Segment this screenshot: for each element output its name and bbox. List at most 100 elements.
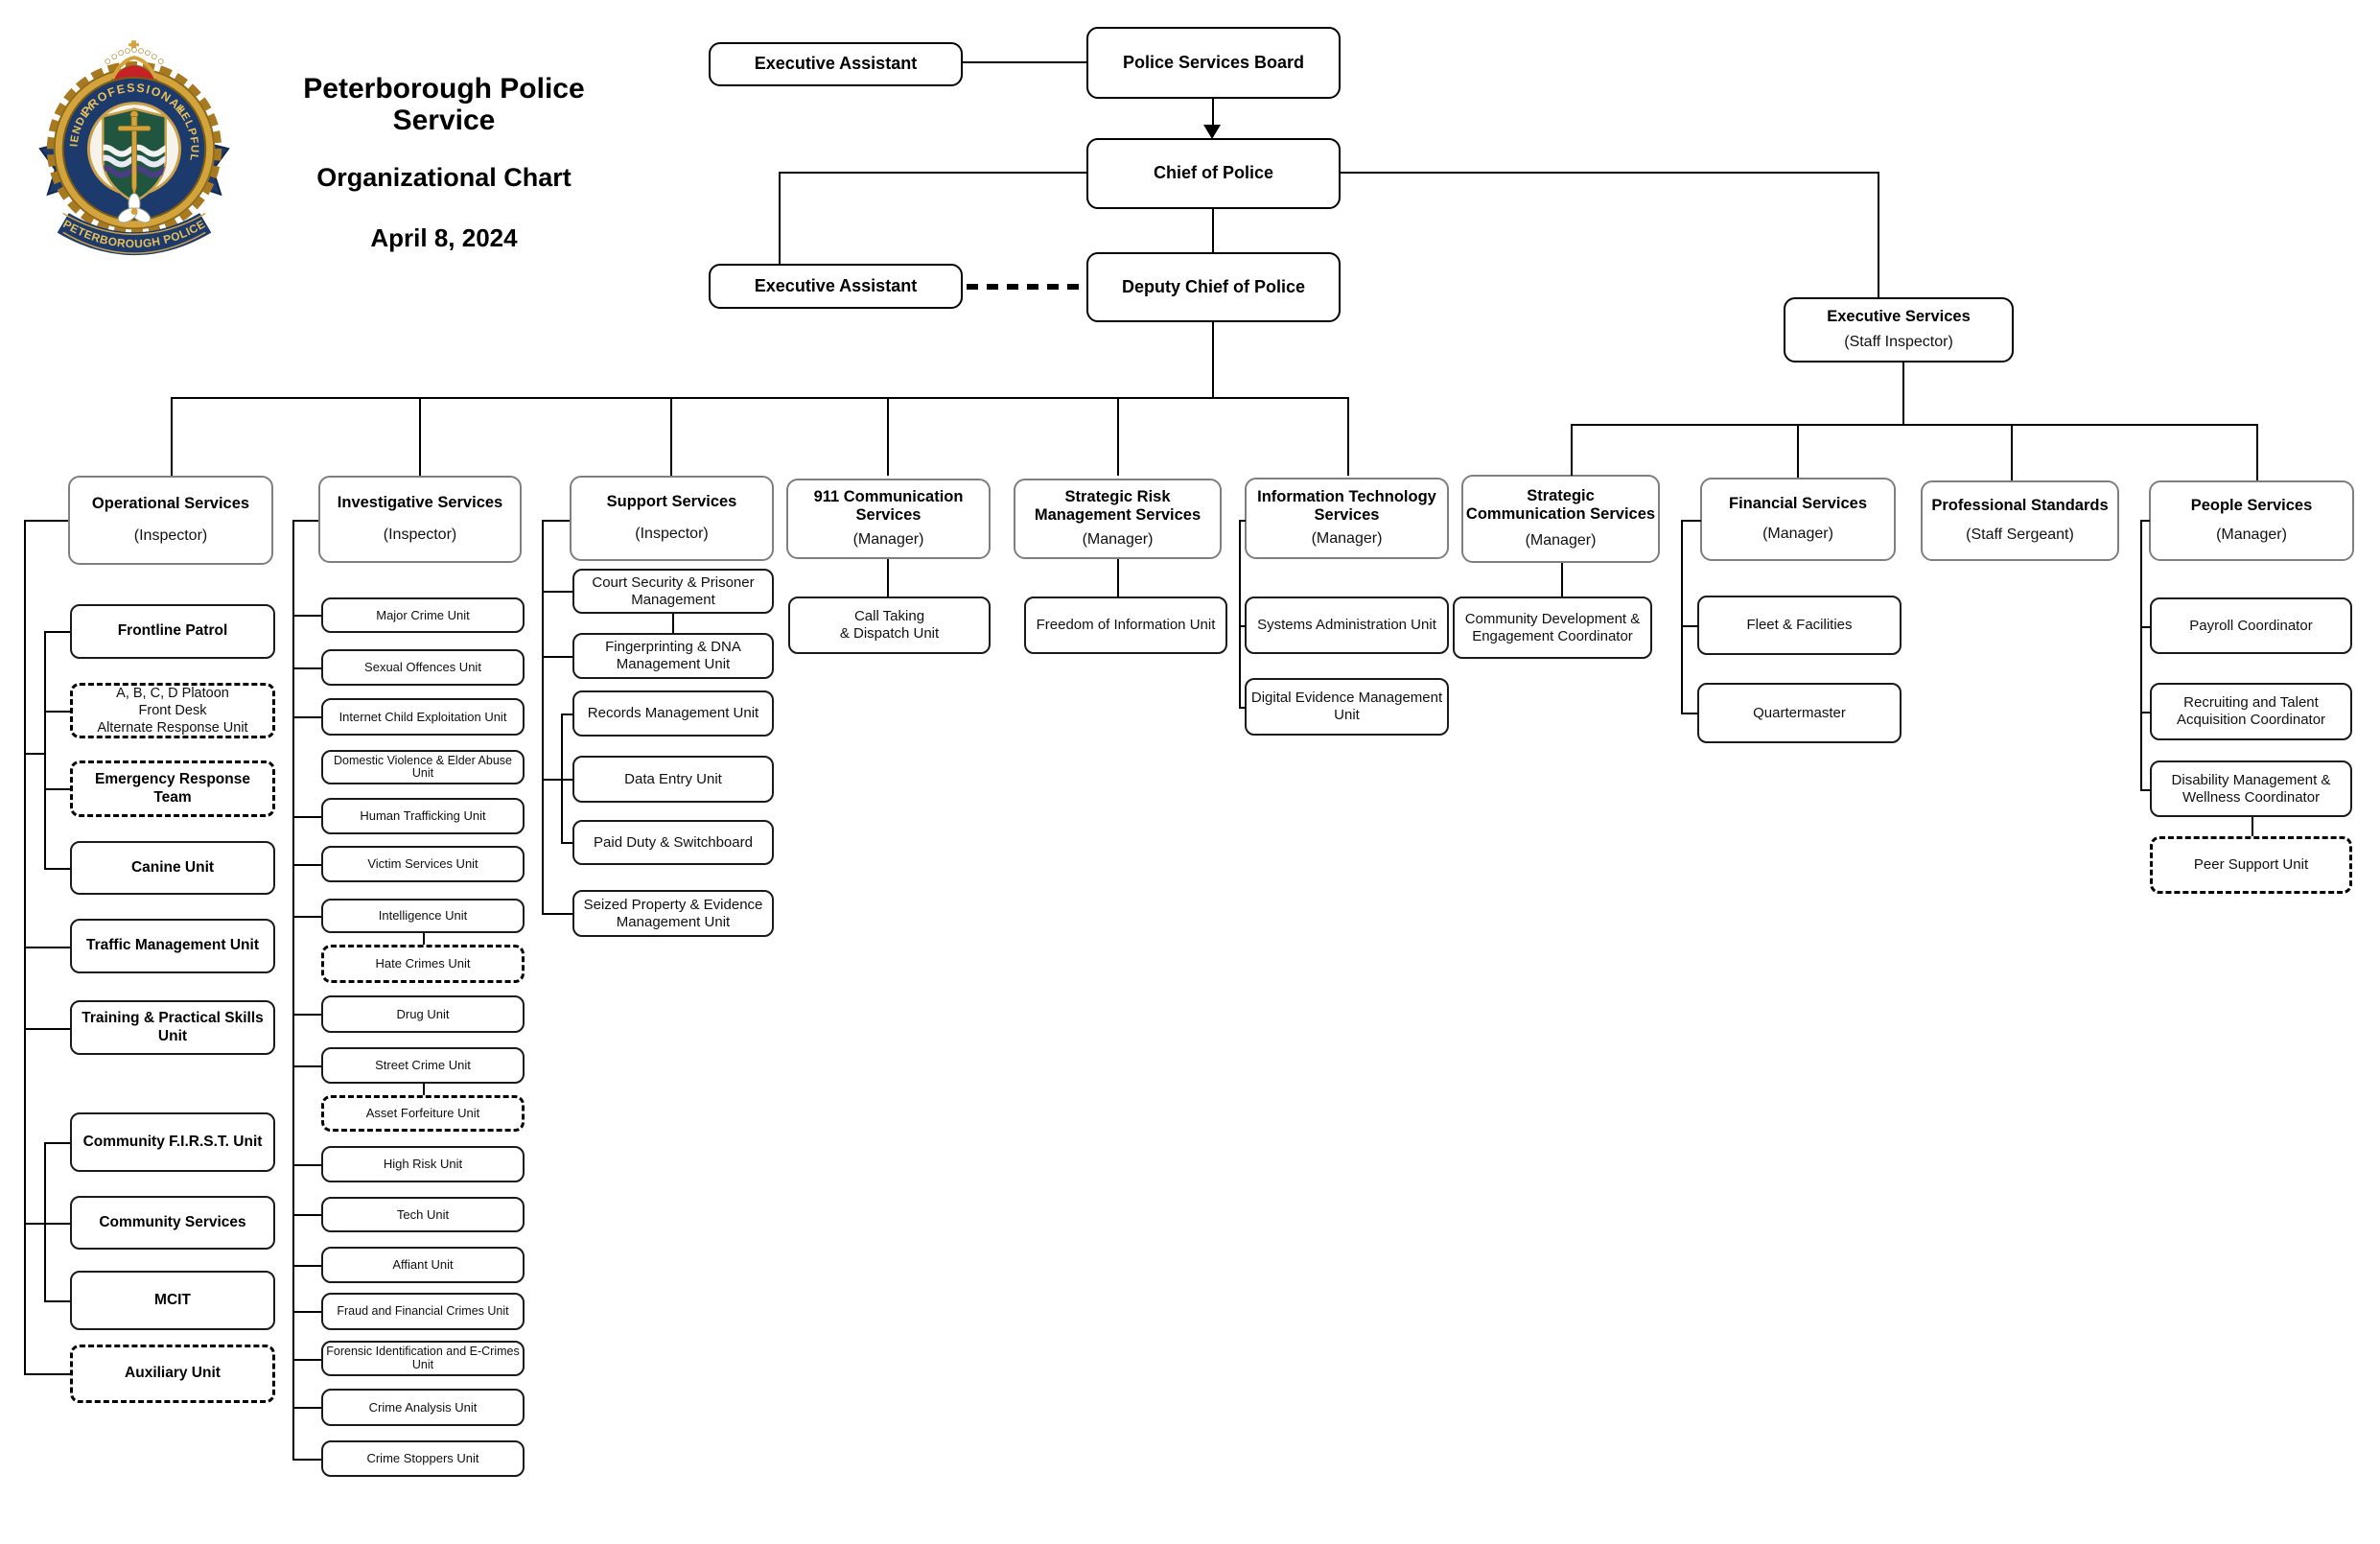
unit-abcd-platoon: A, B, C, D Platoon Front Desk Alternate …	[70, 683, 275, 738]
unit-drug: Drug Unit	[321, 995, 525, 1033]
box-police-services-board: Police Services Board	[1086, 27, 1341, 99]
dept-911-communication-services: 911 Communication Services (Manager)	[786, 479, 991, 559]
unit-sexual-offences: Sexual Offences Unit	[321, 649, 525, 686]
unit-major-crime: Major Crime Unit	[321, 597, 525, 633]
connector-line	[963, 61, 1086, 63]
connector-line	[292, 716, 321, 718]
dept-strategic-communication-services: Strategic Communication Services (Manage…	[1461, 475, 1660, 563]
connector-line	[1239, 707, 1246, 709]
document-date: April 8, 2024	[370, 223, 518, 252]
connector-line	[1239, 520, 1241, 707]
connector-line	[1681, 520, 1683, 713]
connector-line	[2140, 712, 2151, 714]
connector-line	[292, 816, 321, 818]
connector-line	[24, 753, 44, 755]
connector-line	[292, 1014, 321, 1016]
connector-line	[542, 591, 572, 593]
connector-line	[1902, 363, 1904, 426]
connector-line	[24, 1223, 70, 1225]
unit-forensic-identification-ecrimes: Forensic Identification and E-Crimes Uni…	[321, 1341, 525, 1376]
connector-line	[542, 656, 572, 658]
unit-victim-services: Victim Services Unit	[321, 846, 525, 882]
connector-line	[171, 397, 1349, 399]
connector-line	[779, 172, 781, 264]
box-chief-of-police: Chief of Police	[1086, 138, 1341, 209]
connector-line	[24, 520, 68, 522]
unit-hate-crimes: Hate Crimes Unit	[321, 945, 525, 983]
org-name: Peterborough Police Service	[303, 73, 585, 136]
connector-line	[1239, 520, 1246, 522]
connector-line	[44, 1300, 70, 1302]
connector-line	[24, 1373, 70, 1375]
unit-crime-analysis: Crime Analysis Unit	[321, 1389, 525, 1426]
connector-line	[423, 1084, 425, 1095]
unit-street-crime: Street Crime Unit	[321, 1047, 525, 1084]
dept-operational-services: Operational Services (Inspector)	[68, 476, 273, 565]
connector-line	[24, 947, 70, 948]
box-executive-assistant-board: Executive Assistant	[709, 42, 963, 86]
unit-community-first: Community F.I.R.S.T. Unit	[70, 1112, 275, 1172]
unit-intelligence: Intelligence Unit	[321, 899, 525, 933]
connector-line	[292, 667, 321, 669]
connector-line	[2140, 789, 2151, 791]
unit-mcit: MCIT	[70, 1271, 275, 1330]
dept-professional-standards: Professional Standards (Staff Sergeant)	[1921, 480, 2119, 561]
connector-line	[44, 1142, 46, 1300]
connector-line	[1212, 209, 1214, 252]
dept-people-services: People Services (Manager)	[2149, 480, 2354, 561]
connector-line	[779, 172, 1088, 174]
connector-line	[423, 933, 425, 945]
connector-line	[2140, 520, 2150, 522]
connector-line	[292, 1311, 321, 1313]
unit-community-services: Community Services	[70, 1196, 275, 1250]
connector-line	[561, 714, 563, 842]
dept-rank: (Staff Inspector)	[1844, 333, 1953, 350]
unit-asset-forfeiture: Asset Forfeiture Unit	[321, 1095, 525, 1132]
connector-line	[2140, 626, 2151, 628]
police-crest-logo: PROFESSIONAL FRIENDLY HELPFUL	[35, 35, 230, 255]
dept-support-services: Support Services (Inspector)	[570, 476, 774, 561]
connector-line	[542, 779, 572, 781]
connector-line	[561, 842, 572, 844]
unit-auxiliary: Auxiliary Unit	[70, 1345, 275, 1403]
unit-freedom-of-information: Freedom of Information Unit	[1024, 597, 1227, 654]
connector-line	[292, 1407, 321, 1409]
connector-line	[1117, 559, 1119, 597]
unit-emergency-response-team: Emergency Response Team	[70, 760, 275, 817]
connector-line	[2252, 817, 2253, 836]
box-deputy-chief-of-police: Deputy Chief of Police	[1086, 252, 1341, 322]
unit-training-practical-skills: Training & Practical Skills Unit	[70, 1000, 275, 1055]
connector-line	[292, 615, 321, 617]
connector-line	[1571, 424, 2258, 426]
unit-tech: Tech Unit	[321, 1197, 525, 1232]
connector-line	[292, 1164, 321, 1166]
unit-domestic-violence-elder-abuse: Domestic Violence & Elder Abuse Unit	[321, 750, 525, 784]
connector-line	[2140, 520, 2142, 789]
unit-digital-evidence-management: Digital Evidence Management Unit	[1245, 678, 1449, 736]
unit-fingerprinting-dna: Fingerprinting & DNA Management Unit	[572, 633, 774, 679]
box-executive-assistant-chief: Executive Assistant	[709, 264, 963, 309]
box-executive-services: Executive Services (Staff Inspector)	[1784, 297, 2014, 363]
connector-line	[44, 631, 46, 868]
connector-line	[561, 714, 572, 715]
connector-line	[292, 1265, 321, 1267]
connector-line	[672, 614, 674, 633]
dept-title: Executive Services	[1827, 308, 1971, 326]
dept-investigative-services: Investigative Services (Inspector)	[318, 476, 522, 563]
connector-line	[292, 1065, 321, 1067]
unit-systems-administration: Systems Administration Unit	[1245, 597, 1449, 654]
connector-line	[292, 916, 321, 918]
connector-line	[171, 397, 173, 476]
connector-line	[2256, 424, 2258, 480]
unit-disability-management-wellness: Disability Management & Wellness Coordin…	[2150, 760, 2352, 817]
unit-frontline-patrol: Frontline Patrol	[70, 604, 275, 659]
connector-line	[44, 631, 70, 633]
dept-information-technology-services: Information Technology Services (Manager…	[1245, 478, 1449, 559]
unit-canine: Canine Unit	[70, 841, 275, 895]
connector-line	[1347, 397, 1349, 476]
unit-fraud-financial-crimes: Fraud and Financial Crimes Unit	[321, 1293, 525, 1330]
connector-line	[419, 397, 421, 476]
connector-line	[542, 520, 570, 522]
connector-line	[44, 1142, 70, 1144]
crest-banner	[57, 213, 212, 255]
